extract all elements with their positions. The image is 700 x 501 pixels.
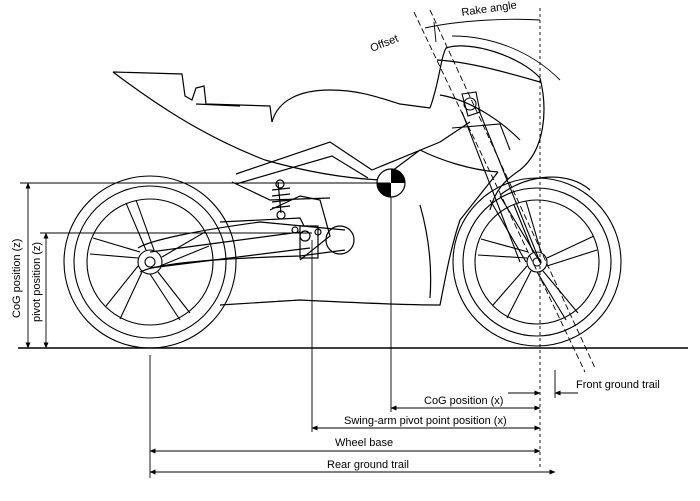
label-swingarm-pivot-x: Swing-arm pivot point position (x) (344, 415, 507, 427)
label-wheel-base: Wheel base (335, 437, 393, 449)
dimension-lines (20, 182, 578, 478)
front-wheel (452, 177, 622, 347)
swing-arm (137, 217, 355, 273)
label-pivot-z: pivot position (z) (31, 242, 43, 322)
front-fork (451, 91, 541, 263)
label-rake-angle: Rake angle (461, 0, 518, 19)
rear-wheel (63, 175, 237, 349)
label-cog-x: CoG position (x) (424, 395, 503, 407)
motorcycle-body (112, 45, 591, 306)
label-front-ground-trail: Front ground trail (576, 379, 660, 391)
label-offset: Offset (369, 33, 401, 55)
label-cog-z: CoG position (z) (11, 239, 23, 318)
label-rear-ground-trail: Rear ground trail (327, 459, 409, 471)
